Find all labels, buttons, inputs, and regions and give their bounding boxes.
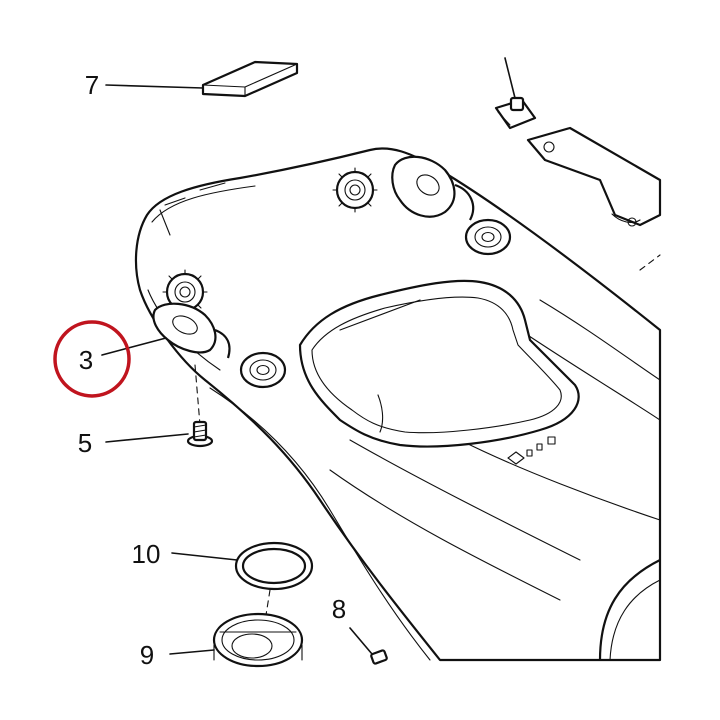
callout-label-9: 9 xyxy=(140,640,154,670)
screw-boss-left xyxy=(239,351,287,389)
toothed-bushing-left xyxy=(162,269,208,315)
central-opening xyxy=(298,279,580,448)
hook-top xyxy=(391,155,475,221)
callout-label-8: 8 xyxy=(332,594,346,624)
clip-nut-part xyxy=(494,96,537,130)
bracket-part xyxy=(526,126,662,227)
o-ring-part-10 xyxy=(234,541,314,591)
bearing-part-9 xyxy=(212,612,304,668)
screw-part-5 xyxy=(186,420,214,448)
pin-part-8 xyxy=(370,649,388,665)
leader-lines xyxy=(101,57,516,655)
highlight-circle xyxy=(53,320,131,398)
pad-part-7 xyxy=(201,60,299,98)
toothed-bushing-top xyxy=(332,167,378,213)
hook-left xyxy=(152,302,231,359)
embossed-symbols xyxy=(507,436,556,465)
callout-label-7: 7 xyxy=(85,70,99,100)
callout-label-3: 3 xyxy=(79,345,93,375)
callout-label-10: 10 xyxy=(132,539,161,569)
screw-boss-right xyxy=(464,218,512,256)
callout-label-5: 5 xyxy=(78,428,92,458)
